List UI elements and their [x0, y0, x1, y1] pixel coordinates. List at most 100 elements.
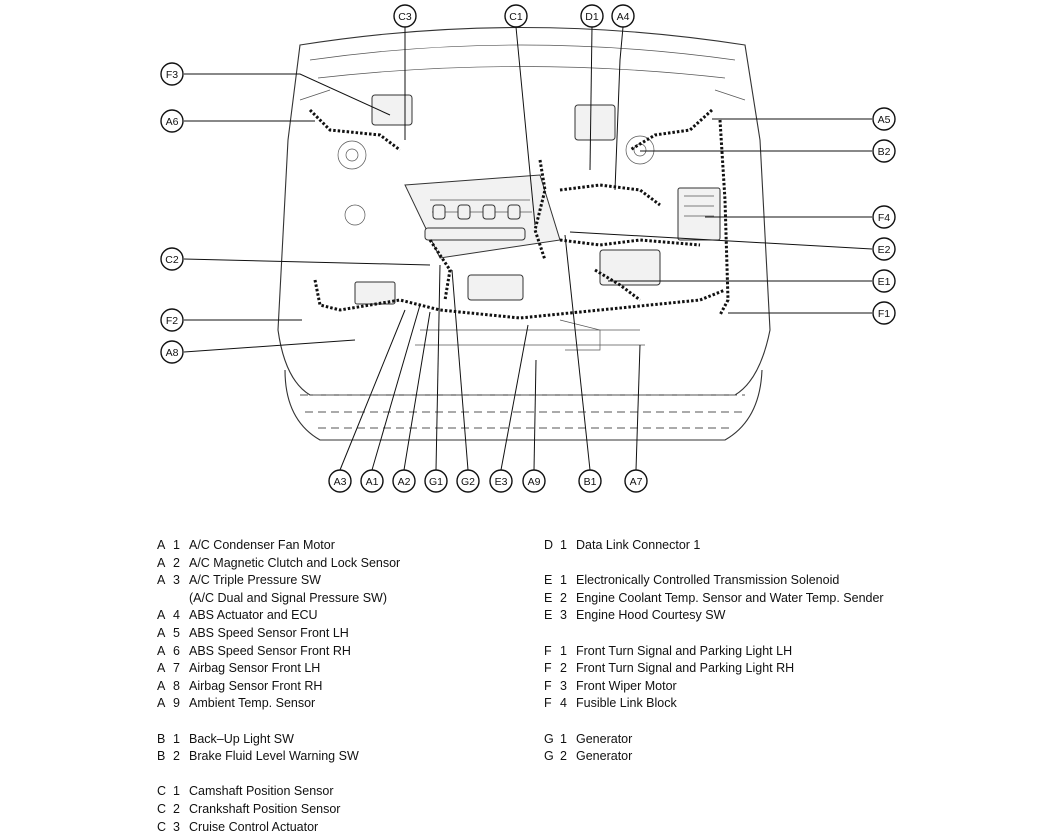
- legend-letter: A: [157, 643, 166, 658]
- callout-label: F3: [166, 69, 178, 81]
- legend-description: Cruise Control Actuator: [189, 819, 319, 834]
- callout-label: B2: [878, 146, 891, 158]
- callout-label: F4: [878, 212, 890, 224]
- legend-number: 7: [173, 661, 180, 676]
- legend-description: Airbag Sensor Front LH: [189, 661, 321, 676]
- callout-G2: G2: [456, 469, 480, 493]
- legend-letter: G: [544, 749, 554, 764]
- callout-A5: A5: [872, 107, 896, 131]
- legend-number: 1: [173, 731, 180, 746]
- callout-label: A6: [166, 116, 179, 128]
- legend-number: 3: [560, 608, 567, 623]
- legend-spacer: [544, 713, 884, 731]
- legend-description: Engine Hood Courtesy SW: [576, 608, 726, 623]
- legend-letter: E: [544, 608, 553, 623]
- legend-description: A/C Magnetic Clutch and Lock Sensor: [189, 555, 401, 570]
- legend-description: Airbag Sensor Front RH: [189, 678, 323, 693]
- legend-letter: C: [157, 819, 167, 834]
- callout-label: A9: [528, 476, 541, 488]
- callout-B2: B2: [872, 139, 896, 163]
- legend-letter: A: [157, 661, 166, 676]
- legend-number: 3: [173, 573, 180, 588]
- callout-label: E1: [878, 276, 891, 288]
- callout-F1: F1: [872, 301, 896, 325]
- callout-label: E3: [495, 476, 508, 488]
- callout-A3: A3: [328, 469, 352, 493]
- callout-C3: C3: [393, 4, 417, 28]
- legend-number: 1: [560, 538, 567, 552]
- legend-description: A/C Triple Pressure SW: [189, 573, 321, 588]
- callout-label: A4: [617, 11, 630, 23]
- legend-letter: A: [157, 678, 166, 693]
- callout-label: G2: [461, 476, 475, 488]
- callout-E3: E3: [489, 469, 513, 493]
- legend-letter: A: [157, 573, 166, 588]
- callout-label: C2: [165, 254, 179, 266]
- legend-description: Electronically Controlled Transmission S…: [576, 573, 840, 588]
- legend-letter: D: [544, 538, 554, 552]
- legend-description: Camshaft Position Sensor: [189, 784, 334, 799]
- callout-label: E2: [878, 244, 891, 256]
- callout-label: A5: [878, 114, 891, 126]
- callout-label: F2: [166, 315, 178, 327]
- legend-description: ABS Speed Sensor Front LH: [189, 625, 349, 640]
- legend-number: 6: [173, 643, 180, 658]
- legend-letter: F: [544, 661, 552, 676]
- legend-description: Generator: [576, 731, 633, 746]
- legend-number: 2: [173, 749, 180, 764]
- legend-letter: B: [157, 731, 166, 746]
- legend-description: Fusible Link Block: [576, 696, 677, 711]
- legend-letter: E: [544, 590, 553, 605]
- legend-letter: A: [157, 538, 166, 552]
- legend-number: 3: [560, 678, 567, 693]
- callout-label: B1: [584, 476, 597, 488]
- legend-description: Brake Fluid Level Warning SW: [189, 749, 359, 764]
- callout-A7: A7: [624, 469, 648, 493]
- callout-E2: E2: [872, 237, 896, 261]
- legend-number: 9: [173, 696, 180, 711]
- legend-number: 4: [560, 696, 567, 711]
- callout-A8: A8: [160, 340, 184, 364]
- legend-number: 2: [560, 590, 567, 605]
- callout-label: D1: [585, 11, 599, 23]
- legend-letter: C: [157, 784, 167, 799]
- legend-letter: F: [544, 678, 552, 693]
- legend-number: 1: [560, 731, 567, 746]
- callout-D1: D1: [580, 4, 604, 28]
- callout-A6: A6: [160, 109, 184, 133]
- legend-letter: B: [157, 749, 166, 764]
- legend-description: Back–Up Light SW: [189, 731, 294, 746]
- callout-label: C1: [509, 11, 523, 23]
- callout-F3: F3: [160, 62, 184, 86]
- legend-letter: A: [157, 608, 166, 623]
- legend-spacer: [157, 713, 400, 731]
- legend-number: 1: [173, 784, 180, 799]
- legend-description: Data Link Connector 1: [576, 538, 701, 552]
- callout-label: C3: [398, 11, 412, 23]
- leader-lines: [183, 26, 873, 471]
- legend-letter: F: [544, 643, 552, 658]
- callout-C1: C1: [504, 4, 528, 28]
- legend-number: 2: [560, 749, 567, 764]
- car-body-outline: [277, 26, 771, 441]
- callout-E1: E1: [872, 269, 896, 293]
- callout-label: F1: [878, 308, 890, 320]
